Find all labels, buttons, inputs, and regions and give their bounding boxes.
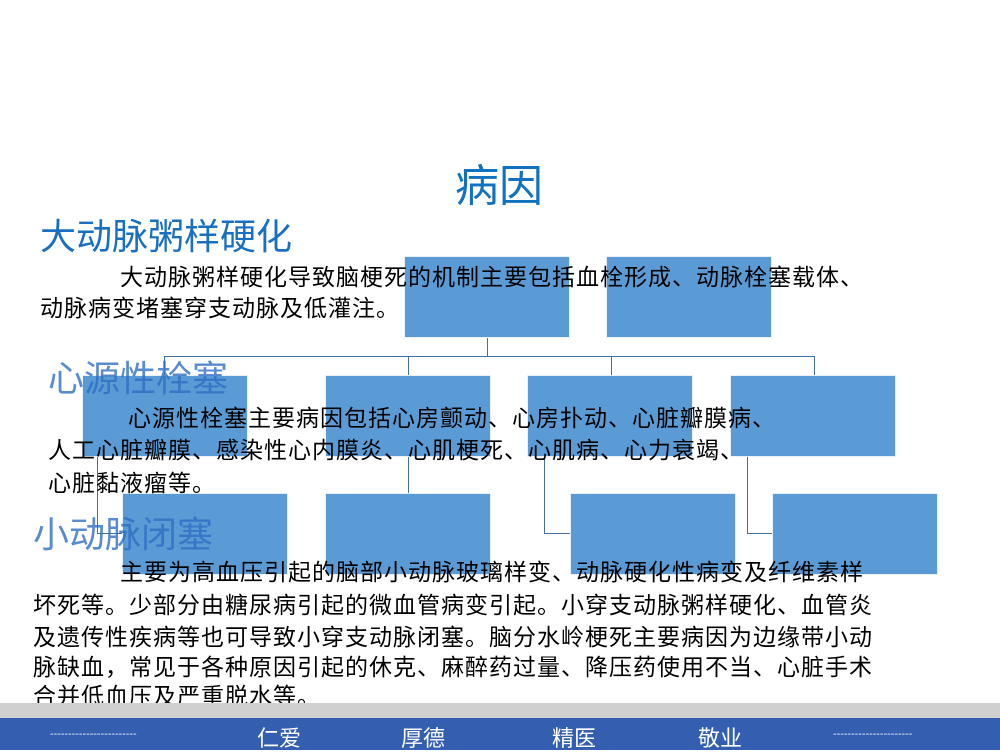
chart-box-top-2	[606, 256, 772, 338]
chart-box-mid-4	[730, 375, 896, 457]
body-line: 心源性栓塞主要病因包括心房颤动、心房扑动、心脏瓣膜病、	[128, 406, 776, 432]
body-line: 大动脉粥样硬化导致脑梗死的机制主要包括血栓形成、动脉栓塞载体、	[120, 265, 864, 291]
footer-motto: 敬业	[698, 727, 743, 752]
section-heading: 心源性栓塞	[48, 359, 229, 400]
connector	[747, 533, 772, 534]
connector	[747, 457, 748, 533]
body-line: 动脉病变堵塞穿支动脉及低灌注。	[40, 296, 400, 322]
chart-box-mid-2	[325, 375, 491, 457]
footer-motto: 仁爱	[257, 727, 302, 752]
body-line: 及遗传性疾病等也可导致小穿支动脉闭塞。脑分水岭梗死主要病因为边缘带小动	[33, 625, 873, 651]
connector	[544, 457, 545, 533]
body-line: 心脏黏液瘤等。	[48, 471, 216, 497]
body-line: 脉缺血，常见于各种原因引起的休克、麻醉药过量、降压药使用不当、心脏手术	[33, 655, 873, 681]
body-line: 主要为高血压引起的脑部小动脉玻璃样变、动脉硬化性病变及纤维素样	[120, 560, 864, 586]
connector	[408, 356, 409, 375]
footer-motto: 厚德	[401, 727, 446, 752]
section-heading: 小动脉闭塞	[33, 515, 214, 556]
chart-box-bottom-4	[772, 493, 938, 575]
chart-box-bottom-1	[122, 493, 288, 575]
footer-motto: 精医	[552, 727, 597, 752]
body-line: 坏死等。少部分由糖尿病引起的微血管病变引起。小穿支动脉粥样硬化、血管炎	[33, 593, 873, 619]
connector	[97, 457, 98, 533]
connector	[611, 356, 612, 375]
chart-box-mid-3	[527, 375, 693, 457]
connector	[487, 338, 488, 356]
connector	[408, 457, 409, 493]
connector	[164, 356, 815, 357]
chart-box-mid-1	[82, 375, 248, 457]
chart-box-bottom-3	[570, 493, 736, 575]
page-title: 病因	[455, 161, 543, 212]
connector	[544, 533, 570, 534]
connector	[164, 356, 165, 375]
footer-band	[0, 703, 1000, 718]
chart-box-top-1	[404, 256, 570, 338]
connector	[814, 356, 815, 375]
footer-dash-left: ------------------------	[50, 729, 137, 740]
footer-dash-right: ----------------------	[833, 729, 913, 740]
connector	[97, 533, 122, 534]
section-heading: 大动脉粥样硬化	[40, 217, 293, 258]
footer-bar: ------------------------ 仁爱 厚德 精医 敬业 ---…	[0, 718, 1000, 752]
body-line: 人工心脏瓣膜、感染性心内膜炎、心肌梗死、心肌病、心力衰竭、	[48, 438, 744, 464]
chart-box-bottom-2	[325, 493, 491, 575]
